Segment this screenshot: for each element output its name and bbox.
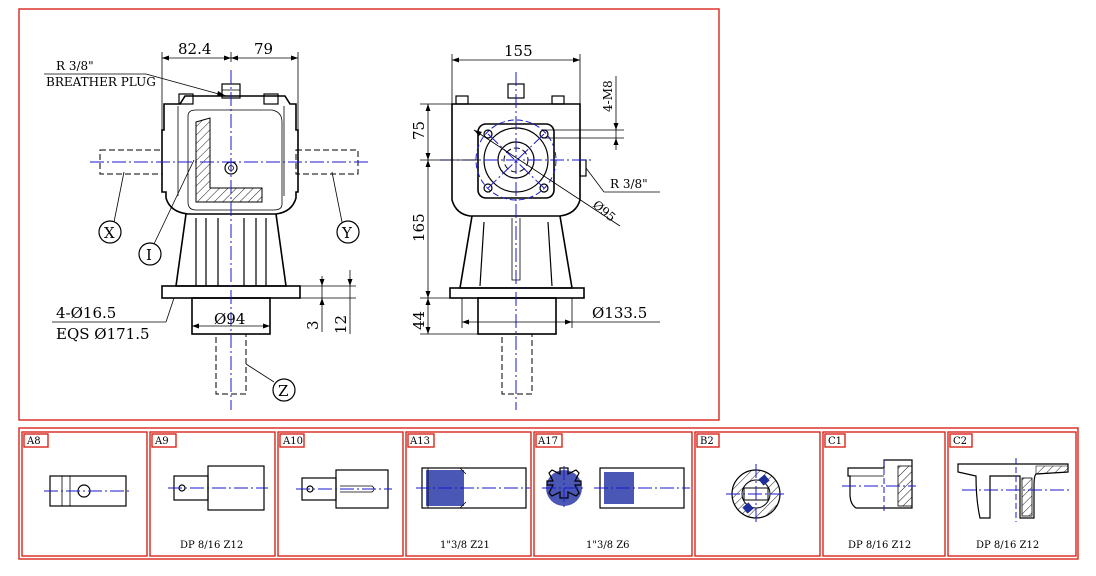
option-a8[interactable]: A8	[21, 431, 148, 557]
label-z: Z	[278, 382, 288, 400]
front-base-flange	[449, 287, 585, 299]
dim-3: 3	[304, 320, 322, 330]
flange-dia: Ø95	[590, 198, 618, 225]
option-a9-caption: DP 8/16 Z12	[180, 540, 243, 551]
option-c2-caption: DP 8/16 Z12	[976, 540, 1039, 551]
pilot-dia: Ø94	[214, 310, 245, 328]
option-a10-code: A10	[282, 436, 303, 447]
option-a9[interactable]: A9 DP 8/16 Z12	[149, 431, 276, 557]
option-a17-code: A17	[537, 436, 558, 447]
label-y: Y	[341, 224, 353, 242]
front-pilot	[477, 297, 557, 335]
breather-label: BREATHER PLUG	[46, 75, 156, 89]
option-a8-code: A8	[26, 436, 41, 447]
front-view: 155 75 165 44 4-M8 R 3/8" Ø95 Ø133.5	[410, 42, 660, 410]
option-c2[interactable]: C2 DP 8/16 Z12	[947, 431, 1077, 557]
base-dia: Ø133.5	[592, 304, 647, 322]
option-b2-code: B2	[700, 436, 714, 447]
main-drawing-frame	[18, 8, 720, 421]
plug-thread: R 3/8"	[610, 177, 648, 191]
side-plug	[579, 159, 587, 177]
option-a13-code: A13	[409, 436, 430, 447]
option-a17[interactable]: A17 1"3/8 Z6	[533, 431, 693, 557]
label-i: I	[146, 246, 152, 264]
dim-165: 165	[410, 213, 428, 242]
dim-75: 75	[410, 121, 428, 140]
bolt-cap-left	[178, 93, 194, 105]
bolt-cap-right	[263, 93, 279, 105]
option-a13-caption: 1"3/8 Z21	[440, 540, 490, 551]
gear-section	[195, 117, 263, 203]
bolts-note: 4-M8	[601, 80, 615, 112]
option-c1-caption: DP 8/16 Z12	[848, 540, 911, 551]
holes-note: 4-Ø16.5	[56, 304, 116, 322]
eqs-note: EQS Ø171.5	[56, 325, 150, 343]
dim-44: 44	[410, 311, 428, 330]
shaft-options-frame	[18, 427, 1079, 560]
dim-82-4: 82.4	[178, 40, 211, 58]
option-a9-code: A9	[154, 436, 169, 447]
dim-155: 155	[504, 42, 533, 60]
dim-79: 79	[254, 40, 273, 58]
breather-thread: R 3/8"	[56, 59, 94, 73]
option-a13[interactable]: A13 1"3/8 Z21	[405, 431, 532, 557]
label-x: X	[104, 224, 115, 242]
option-a10[interactable]: A10	[277, 431, 404, 557]
option-c1-code: C1	[828, 436, 842, 447]
dim-12: 12	[332, 315, 350, 334]
option-a17-caption: 1"3/8 Z6	[586, 540, 630, 551]
option-c2-code: C2	[953, 436, 967, 447]
option-c1[interactable]: C1 DP 8/16 Z12	[822, 431, 946, 557]
option-b2[interactable]: B2	[694, 431, 821, 557]
front-output-shaft	[501, 333, 533, 395]
front-housing	[451, 103, 581, 217]
side-view: 82.4 79 R 3/8" BREATHER PLUG X Y I Z 4-Ø…	[44, 40, 368, 410]
